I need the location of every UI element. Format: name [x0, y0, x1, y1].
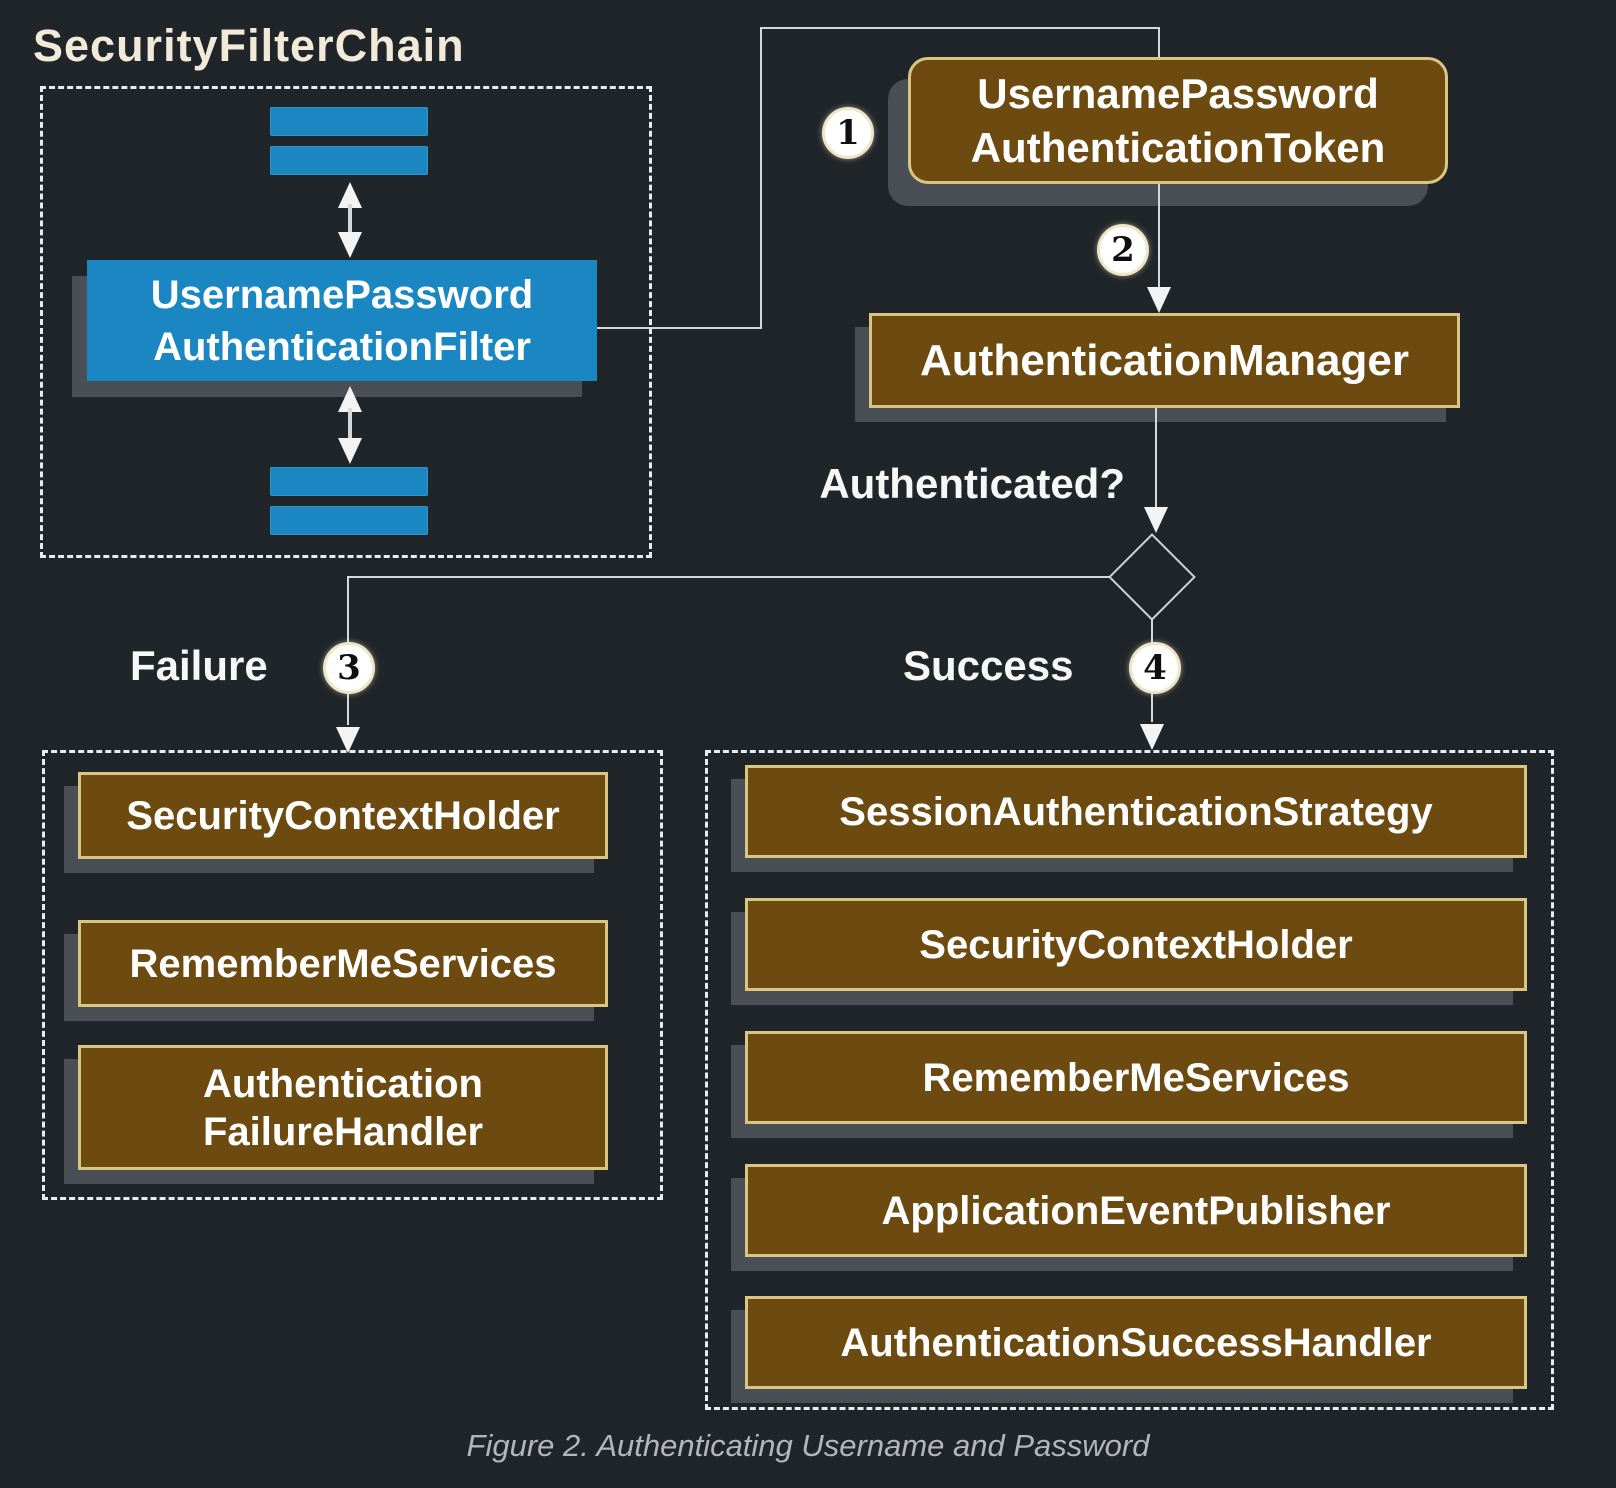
authentication-failure-handler-box: Authentication FailureHandler — [78, 1045, 608, 1170]
step-1-badge: 1 — [822, 107, 874, 159]
remember-me-services-success-box: RememberMeServices — [745, 1031, 1527, 1124]
connector-line — [760, 27, 1160, 29]
step-2-badge: 2 — [1097, 224, 1149, 276]
success-label: Success — [903, 642, 1074, 689]
decision-diamond — [1108, 533, 1196, 621]
authentication-manager-box: AuthenticationManager — [869, 313, 1460, 408]
connector-line — [1158, 27, 1160, 61]
filter-bar-icon — [270, 146, 428, 175]
failure-item-label: SecurityContextHolder — [126, 793, 560, 838]
connector-line — [1158, 184, 1160, 287]
filter-label-line2: AuthenticationFilter — [153, 324, 531, 369]
connector-line — [760, 27, 762, 329]
filter-bar-icon — [270, 107, 428, 136]
application-event-publisher-box: ApplicationEventPublisher — [745, 1164, 1527, 1257]
success-branch-box — [705, 750, 1554, 1410]
session-authentication-strategy-box: SessionAuthenticationStrategy — [745, 765, 1527, 858]
security-filter-chain-box — [40, 86, 652, 558]
security-context-holder-success-box: SecurityContextHolder — [745, 898, 1527, 991]
remember-me-services-box: RememberMeServices — [78, 920, 608, 1007]
arrow-down-icon — [336, 727, 360, 753]
failure-handler-line2: FailureHandler — [202, 1109, 484, 1154]
arrow-down-icon — [1144, 507, 1168, 533]
failure-handler-line1: Authentication — [203, 1061, 483, 1106]
username-password-authentication-token-box: UsernamePassword AuthenticationToken — [908, 57, 1448, 184]
success-item-label: RememberMeServices — [922, 1055, 1350, 1100]
authentication-manager-label: AuthenticationManager — [920, 335, 1409, 385]
success-item-label: ApplicationEventPublisher — [881, 1188, 1391, 1233]
username-password-authentication-filter-box: UsernamePassword AuthenticationFilter — [87, 260, 597, 381]
failure-item-label: RememberMeServices — [129, 941, 557, 986]
filter-bar-icon — [270, 506, 428, 535]
success-item-label: SecurityContextHolder — [919, 922, 1353, 967]
authenticated-question-label: Authenticated? — [819, 460, 1125, 507]
step-4-badge: 4 — [1129, 642, 1181, 694]
token-label-line2: AuthenticationToken — [970, 123, 1386, 171]
figure-caption: Figure 2. Authenticating Username and Pa… — [466, 1428, 1150, 1463]
token-label-line1: UsernamePassword — [977, 69, 1379, 117]
arrow-down-icon — [1147, 287, 1171, 313]
security-context-holder-box: SecurityContextHolder — [78, 772, 608, 859]
step-3-badge: 3 — [323, 642, 375, 694]
success-item-label: AuthenticationSuccessHandler — [840, 1320, 1432, 1365]
connector-line — [597, 327, 762, 329]
arrow-down-icon — [1140, 724, 1164, 750]
failure-branch-box — [42, 750, 663, 1200]
filter-bar-icon — [270, 467, 428, 496]
security-filter-chain-title: SecurityFilterChain — [33, 20, 465, 71]
filter-label-line1: UsernamePassword — [150, 272, 534, 317]
connector-line — [348, 576, 1110, 578]
success-item-label: SessionAuthenticationStrategy — [839, 789, 1433, 834]
authentication-success-handler-box: AuthenticationSuccessHandler — [745, 1296, 1527, 1389]
connector-line — [1155, 408, 1157, 507]
failure-label: Failure — [130, 642, 268, 689]
